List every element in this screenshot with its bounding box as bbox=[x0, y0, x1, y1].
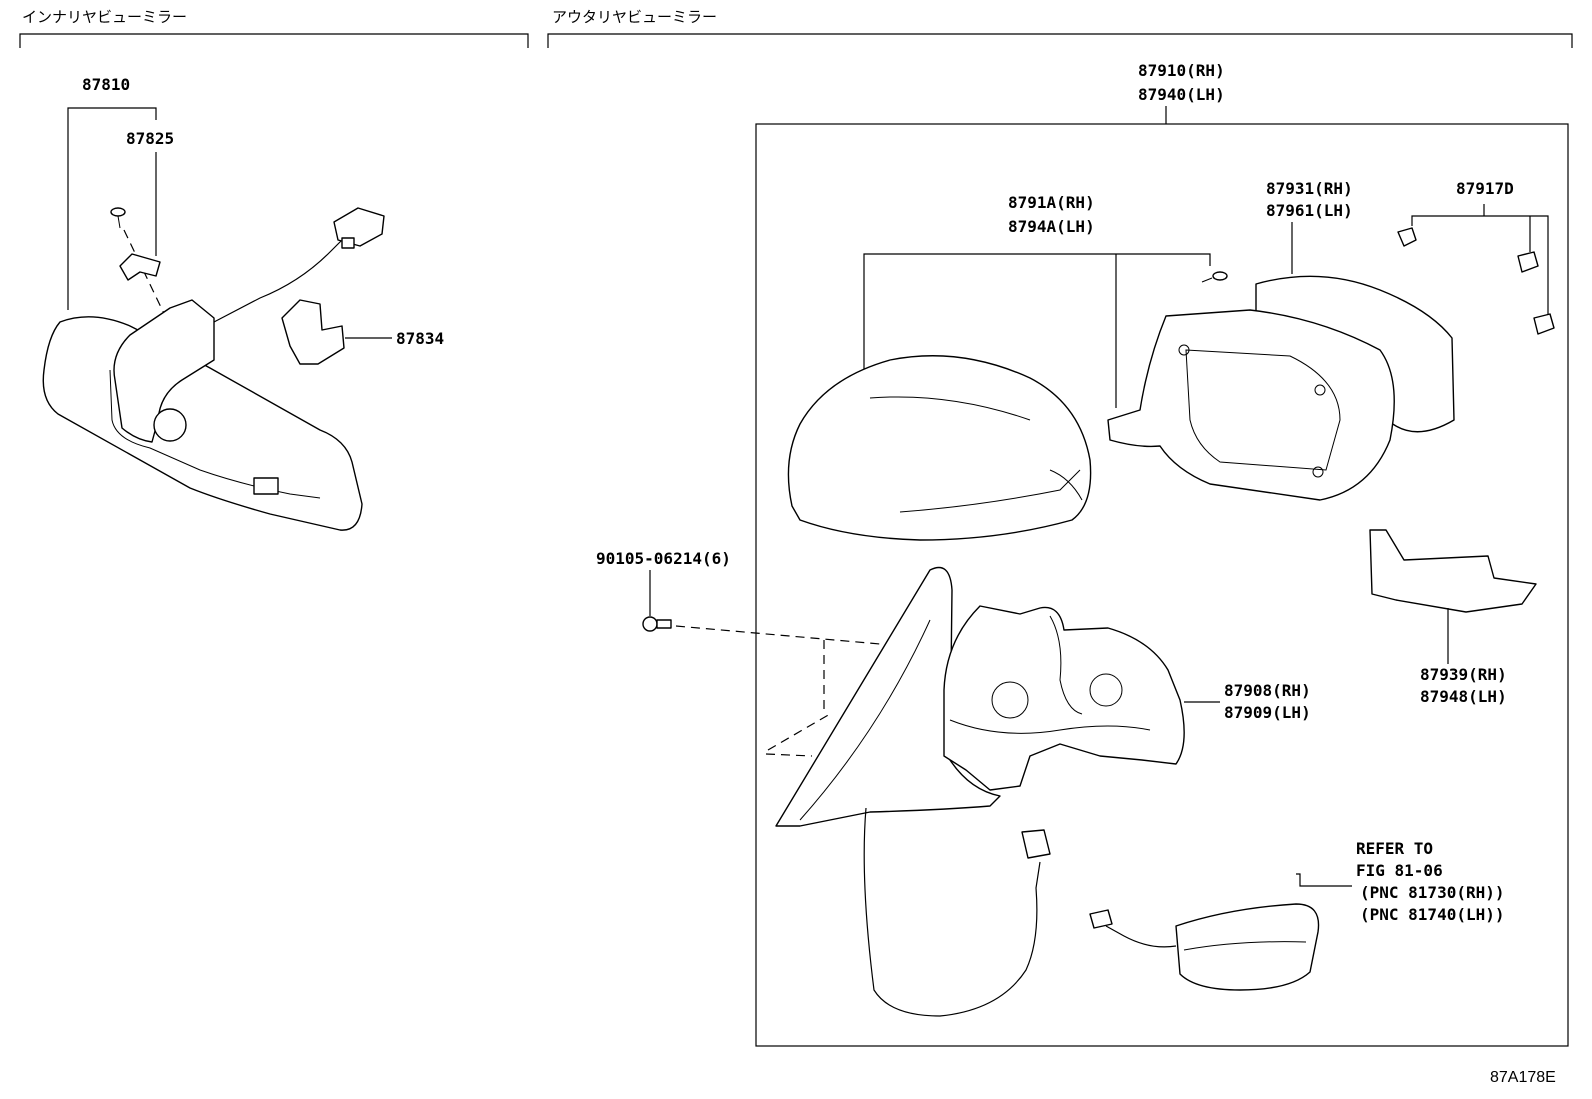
base-wire bbox=[863, 807, 1041, 1017]
part-label-87908: 87908(RH) bbox=[1224, 681, 1311, 700]
install-line-base bbox=[767, 713, 831, 751]
section-title-outer-mirror: アウタリヤビューミラー bbox=[552, 8, 717, 26]
mirror-base-icon bbox=[775, 566, 1001, 827]
lower-cover-87939-icon bbox=[1369, 529, 1537, 613]
part-label-87939: 87939(RH) bbox=[1420, 665, 1507, 684]
clip-87825-icon bbox=[119, 253, 161, 281]
install-line-screw bbox=[123, 229, 169, 323]
leader-8791A bbox=[863, 253, 1211, 370]
clip-87917D-icon-1 bbox=[1397, 227, 1417, 247]
part-label-87834: 87834 bbox=[396, 329, 444, 348]
screw-icon bbox=[110, 207, 126, 229]
refer-text-line-1: REFER TO bbox=[1356, 839, 1433, 858]
connector-icon bbox=[333, 207, 385, 247]
refer-text-line-3: (PNC 81730(RH)) bbox=[1360, 883, 1505, 902]
part-label-8794A: 8794A(LH) bbox=[1008, 217, 1095, 236]
part-label-87931: 87931(RH) bbox=[1266, 179, 1353, 198]
assembly-frame bbox=[755, 123, 1569, 1047]
turn-signal-lamp-icon bbox=[1175, 903, 1320, 991]
part-label-90105: 90105-06214(6) bbox=[596, 549, 731, 568]
mirror-base-frame-icon bbox=[1107, 309, 1395, 501]
base-connector-icon bbox=[1021, 829, 1051, 859]
part-label-87940: 87940(LH) bbox=[1138, 85, 1225, 104]
part-label-87810: 87810 bbox=[82, 75, 130, 94]
connector-tab-icon bbox=[341, 237, 355, 249]
screw-icon-cover bbox=[1201, 271, 1228, 283]
section-bracket-outer bbox=[547, 33, 1573, 48]
part-label-87961: 87961(LH) bbox=[1266, 201, 1353, 220]
part-label-87910: 87910(RH) bbox=[1138, 61, 1225, 80]
lamp-connector-icon bbox=[1089, 909, 1113, 929]
part-label-87948: 87948(LH) bbox=[1420, 687, 1507, 706]
cover-87834-icon bbox=[281, 299, 345, 365]
clip-87917D-icon-2 bbox=[1517, 251, 1539, 273]
actuator-87908-icon bbox=[943, 605, 1185, 791]
part-label-87917D: 87917D bbox=[1456, 179, 1514, 198]
section-title-inner-mirror: インナリヤビューミラー bbox=[22, 8, 187, 26]
refer-text-line-4: (PNC 81740(LH)) bbox=[1360, 905, 1505, 924]
leader-87810 bbox=[67, 107, 157, 310]
refer-text-line-2: FIG 81-06 bbox=[1356, 861, 1443, 880]
part-label-87909: 87909(LH) bbox=[1224, 703, 1311, 722]
leader-refer bbox=[1296, 873, 1352, 887]
clip-87917D-icon-3 bbox=[1533, 313, 1555, 335]
bolt-icon bbox=[642, 616, 672, 632]
part-label-87825: 87825 bbox=[126, 129, 174, 148]
figure-code: 87A178E bbox=[1490, 1069, 1556, 1086]
mount-socket-icon bbox=[153, 408, 187, 442]
lamp-wire bbox=[1105, 925, 1177, 948]
section-bracket-inner bbox=[19, 33, 529, 48]
mirror-mount-icon bbox=[113, 299, 215, 443]
install-line-base-2 bbox=[765, 753, 813, 757]
part-label-8791A: 8791A(RH) bbox=[1008, 193, 1095, 212]
leader-87917D bbox=[1411, 215, 1549, 318]
mirror-cover-8791A-icon bbox=[787, 355, 1092, 541]
mirror-switch-icon bbox=[253, 477, 279, 495]
mirror-wire bbox=[213, 239, 343, 323]
install-line-bolt bbox=[675, 625, 881, 645]
